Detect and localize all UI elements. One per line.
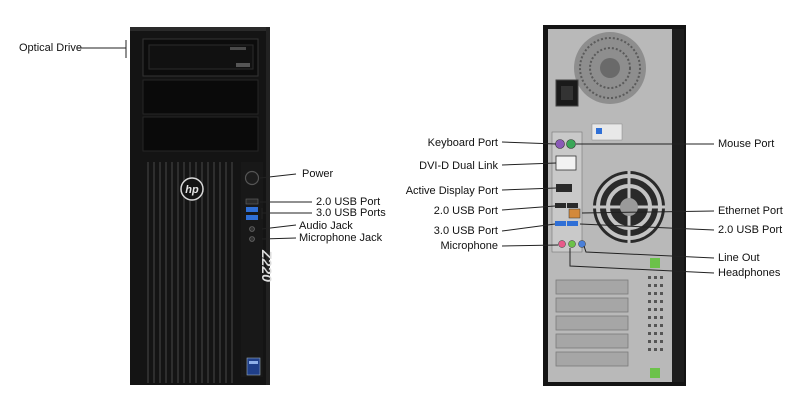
drive-bay-3 — [142, 116, 259, 152]
label-keyboard-port: Keyboard Port — [427, 137, 498, 149]
front-usb20-port[interactable] — [245, 198, 259, 205]
front-vent-grille — [147, 162, 233, 383]
rear-usb30-port-1[interactable] — [555, 221, 566, 226]
optical-eject-button[interactable] — [236, 63, 250, 67]
rear-microphone-jack[interactable] — [558, 240, 566, 248]
label-line-out: Line Out — [718, 252, 760, 264]
drive-bay-2 — [142, 79, 259, 115]
label-ethernet-port: Ethernet Port — [718, 205, 783, 217]
label-microphone-jack: Microphone Jack — [299, 232, 383, 244]
rear-lineout-jack[interactable] — [578, 240, 586, 248]
rear-headphone-jack[interactable] — [568, 240, 576, 248]
rear-case-fan — [593, 171, 665, 243]
rear-keyboard-port[interactable] — [555, 139, 565, 149]
label-dvi-d-dual-link: DVI-D Dual Link — [419, 160, 498, 172]
label-optical-drive: Optical Drive — [19, 42, 82, 54]
rear-ethernet-port[interactable] — [568, 208, 581, 219]
front-usb30-port-2[interactable] — [246, 215, 258, 220]
label-rear-usb30-port: 3.0 USB Port — [433, 225, 498, 237]
rear-usb20-port-1[interactable] — [555, 203, 566, 208]
front-usb30-port-1[interactable] — [246, 207, 258, 212]
leader-lines — [77, 40, 715, 274]
label-headphones: Headphones — [718, 267, 781, 279]
rear-dvi-port[interactable] — [555, 155, 577, 171]
expansion-slots — [555, 279, 629, 367]
rear-mouse-port[interactable] — [566, 139, 576, 149]
rear-green-latch-top — [650, 258, 660, 268]
label-mouse-port: Mouse Port — [718, 138, 775, 150]
label-power: Power — [302, 168, 334, 180]
rear-usb20-port-2[interactable] — [567, 203, 578, 208]
front-audio-jack[interactable] — [249, 226, 255, 232]
processor-sticker — [246, 357, 261, 376]
power-button[interactable] — [244, 170, 260, 186]
label-rear-usb20-port: 2.0 USB Port — [433, 205, 498, 217]
rear-green-latch-bottom — [650, 368, 660, 378]
label-rear-right-usb20-port: 2.0 USB Port — [718, 224, 783, 236]
hp-logo-text: hp — [185, 184, 199, 196]
label-audio-jack: Audio Jack — [299, 220, 353, 232]
label-active-display-port: Active Display Port — [405, 185, 498, 197]
front-microphone-jack[interactable] — [249, 236, 255, 242]
rear-tower — [543, 25, 686, 386]
label-rear-microphone: Microphone — [440, 240, 498, 252]
front-tower: hp Z220 — [130, 27, 275, 385]
model-badge: Z220 — [259, 249, 275, 282]
psu-fan-grille — [574, 32, 646, 104]
rear-side-vents — [648, 276, 663, 351]
rear-usb30-port-2[interactable] — [567, 221, 578, 226]
hp-logo-icon — [180, 177, 204, 201]
rear-display-port[interactable] — [556, 184, 572, 192]
label-front-usb30-ports: 3.0 USB Ports — [316, 207, 386, 219]
label-front-usb20-port: 2.0 USB Port — [316, 196, 381, 208]
